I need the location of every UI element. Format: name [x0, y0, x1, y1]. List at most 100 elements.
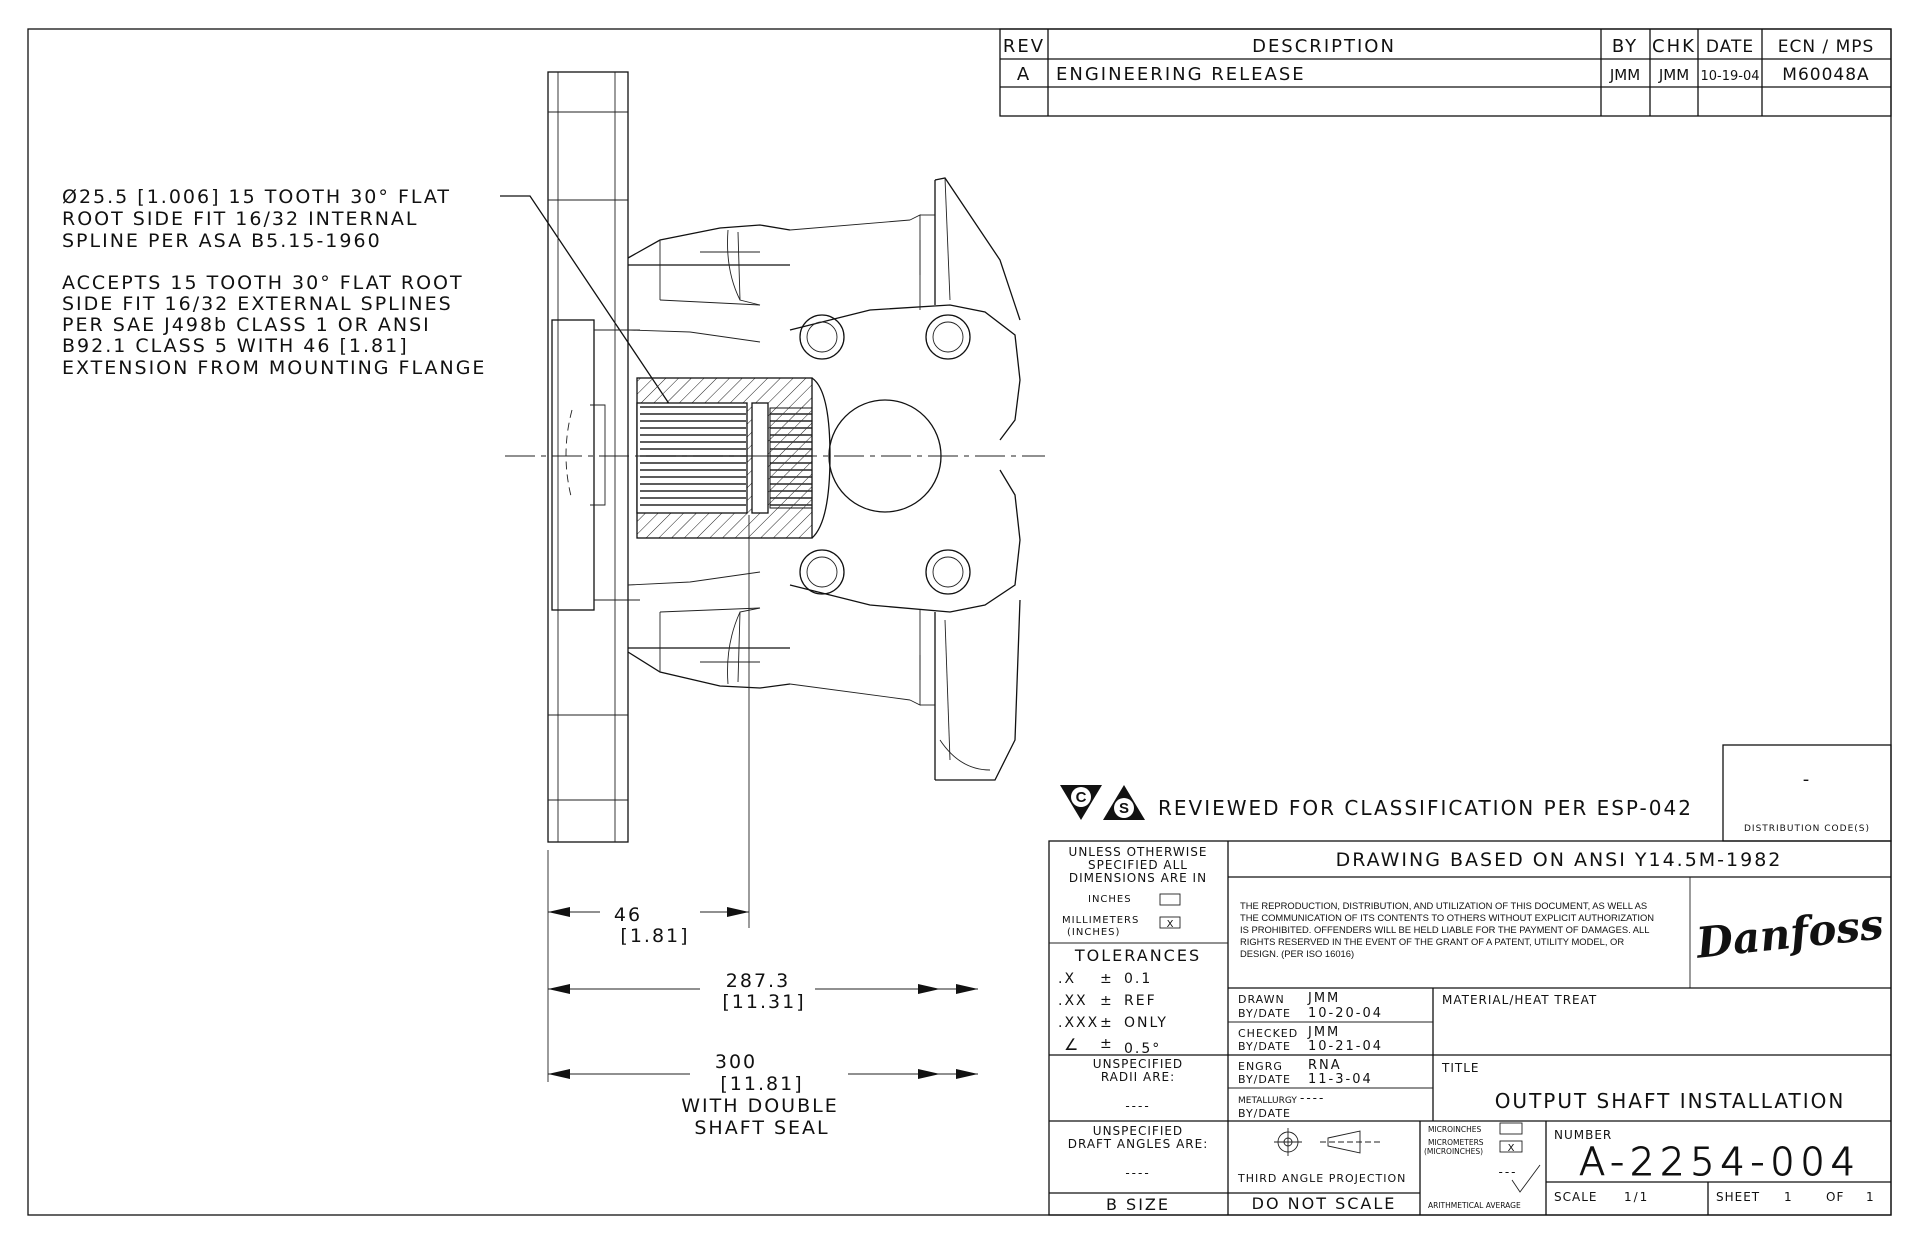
micrometers-checkbox [1499, 1140, 1523, 1153]
revision-table: REV DESCRIPTION BY CHK DATE ECN / MPS A … [999, 28, 1892, 117]
material-label: MATERIAL/HEAT TREAT [1442, 993, 1597, 1007]
metallurgy-value: ---- [1300, 1091, 1325, 1105]
legal-line-1: THE REPRODUCTION, DISTRIBUTION, AND UTIL… [1240, 900, 1647, 911]
drawn-by: JMM [1307, 991, 1340, 1006]
engrg-label: ENGRG [1238, 1060, 1283, 1073]
engrg-by: RNA [1308, 1058, 1342, 1073]
rev-header: REV [1003, 36, 1045, 57]
tol-key-2: .XX [1058, 993, 1088, 1009]
inches-checkbox [1159, 893, 1181, 906]
accepts-note-line-3: PER SAE J498b CLASS 1 OR ANSI [62, 314, 431, 336]
tol-val-2: REF [1124, 993, 1157, 1009]
scale-value: 1/1 [1624, 1190, 1649, 1204]
checked-label: CHECKED [1238, 1027, 1298, 1040]
spline-note-line-3: SPLINE PER ASA B5.15-1960 [62, 230, 382, 252]
micrometers-checkmark: X [1508, 1143, 1515, 1154]
tol-val-1: 0.1 [1124, 971, 1152, 987]
classification-c-letter: C [1076, 789, 1087, 806]
size-label: B SIZE [1106, 1195, 1170, 1214]
accepts-note-line-1: ACCEPTS 15 TOOTH 30° FLAT ROOT [62, 272, 464, 294]
accepts-note-line-5: EXTENSION FROM MOUNTING FLANGE [62, 357, 486, 379]
title-block: UNLESS OTHERWISE SPECIFIED ALL DIMENSION… [1048, 840, 1892, 1216]
number-label: NUMBER [1554, 1128, 1612, 1142]
drawing-number: A-2254-004 [1579, 1140, 1861, 1184]
accepts-note-line-2: SIDE FIT 16/32 EXTERNAL SPLINES [62, 293, 453, 315]
checked-by: JMM [1307, 1025, 1340, 1040]
drawing-standard: DRAWING BASED ON ANSI Y14.5M-1982 [1336, 849, 1783, 871]
microinches-label: MICROINCHES [1428, 1125, 1481, 1134]
sheet-label: SHEET [1716, 1190, 1760, 1204]
date-header: DATE [1706, 37, 1754, 57]
by-header: BY [1612, 36, 1638, 57]
dim-46-in: [1.81] [620, 925, 689, 947]
arith-label: ARITHMETICAL AVERAGE [1428, 1201, 1521, 1210]
sheet-border [27, 28, 1892, 1216]
dim-46-mm: 46 [614, 904, 642, 926]
description-header: DESCRIPTION [1252, 36, 1396, 57]
dim-300-mm: 300 [715, 1051, 757, 1073]
tol-pm-4: ± [1100, 1036, 1114, 1052]
distribution-code-label: DISTRIBUTION CODE(S) [1744, 824, 1870, 834]
dim-300-note-2: SHAFT SEAL [694, 1117, 829, 1139]
projection-label: THIRD ANGLE PROJECTION [1237, 1172, 1406, 1185]
millimeters-checkmark: X [1167, 919, 1174, 930]
tol-key-3: .XXX [1058, 1015, 1099, 1031]
projection-cone-icon [1327, 1130, 1361, 1154]
draft-value: ---- [1125, 1166, 1150, 1180]
tol-key-1: .X [1058, 971, 1076, 987]
inches-label: INCHES [1088, 894, 1132, 905]
radii-line-1: UNSPECIFIED [1093, 1057, 1183, 1071]
spline-note-line-2: ROOT SIDE FIT 16/32 INTERNAL [62, 208, 419, 230]
classification-text: REVIEWED FOR CLASSIFICATION PER ESP-042 [1158, 796, 1693, 820]
scale-label: SCALE [1554, 1190, 1597, 1204]
tolerances-label: TOLERANCES [1074, 946, 1201, 965]
rev-row-date: 10-19-04 [1700, 69, 1759, 84]
radii-line-2: RADII ARE: [1101, 1070, 1175, 1084]
unless-line-3: DIMENSIONS ARE IN [1069, 871, 1207, 885]
drawn-bydate-label: BY/DATE [1238, 1007, 1291, 1020]
microinches-checkbox [1499, 1122, 1523, 1135]
unless-line-2: SPECIFIED ALL [1088, 858, 1188, 872]
tol-pm-3: ± [1100, 1015, 1114, 1031]
drawn-label: DRAWN [1238, 993, 1285, 1006]
surface-finish-icon [1511, 1164, 1541, 1193]
tol-pm-1: ± [1100, 971, 1114, 987]
drawn-date: 10-20-04 [1308, 1006, 1383, 1021]
tol-pm-2: ± [1100, 993, 1114, 1009]
title-label: TITLE [1441, 1061, 1479, 1075]
dim-287-mm: 287.3 [726, 970, 790, 992]
millimeters-label: MILLIMETERS [1062, 915, 1139, 926]
part-side-view [547, 71, 1021, 843]
rev-row-rev: A [1017, 64, 1031, 85]
rev-row-chk: JMM [1658, 66, 1689, 84]
engrg-date: 11-3-04 [1308, 1072, 1373, 1087]
rev-row-description: ENGINEERING RELEASE [1056, 64, 1306, 85]
distribution-code-value: - [1803, 769, 1812, 790]
legal-line-5: DESIGN. (PER ISO 16016) [1240, 948, 1354, 959]
micrometers-sub: (MICROINCHES) [1424, 1147, 1483, 1156]
millimeters-sub: (INCHES) [1067, 927, 1120, 938]
danfoss-logo: Danfoss [1693, 899, 1886, 967]
dimensions: 46 [1.81] 287.3 [11.31] 300 [11.81] WITH… [547, 515, 978, 1139]
checked-date: 10-21-04 [1308, 1039, 1383, 1054]
metallurgy-label: METALLURGY [1238, 1096, 1297, 1106]
spline-note-leader [500, 195, 689, 433]
dim-300-note-1: WITH DOUBLE [681, 1095, 838, 1117]
of-value: 1 [1866, 1190, 1876, 1204]
accepts-note-line-4: B92.1 CLASS 5 WITH 46 [1.81] [62, 335, 409, 357]
drawing-title: OUTPUT SHAFT INSTALLATION [1495, 1089, 1846, 1113]
legal-line-4: RIGHTS RESERVED IN THE EVENT OF THE GRAN… [1240, 936, 1624, 947]
unless-line-1: UNLESS OTHERWISE [1069, 845, 1208, 859]
classification-banner: C S REVIEWED FOR CLASSIFICATION PER ESP-… [1060, 744, 1892, 842]
do-not-scale: DO NOT SCALE [1252, 1194, 1397, 1213]
spline-note: Ø25.5 [1.006] 15 TOOTH 30° FLAT ROOT SID… [62, 186, 691, 435]
rev-row-by: JMM [1609, 66, 1640, 84]
draft-line-2: DRAFT ANGLES ARE: [1068, 1137, 1209, 1151]
radii-value: ---- [1125, 1099, 1150, 1113]
legal-line-2: THE COMMUNICATION OF ITS CONTENTS TO OTH… [1240, 912, 1654, 923]
sheet-value: 1 [1784, 1190, 1794, 1204]
chk-header: CHK [1652, 36, 1696, 57]
tol-val-3: ONLY [1124, 1015, 1168, 1031]
micrometers-label: MICROMETERS [1428, 1138, 1484, 1147]
